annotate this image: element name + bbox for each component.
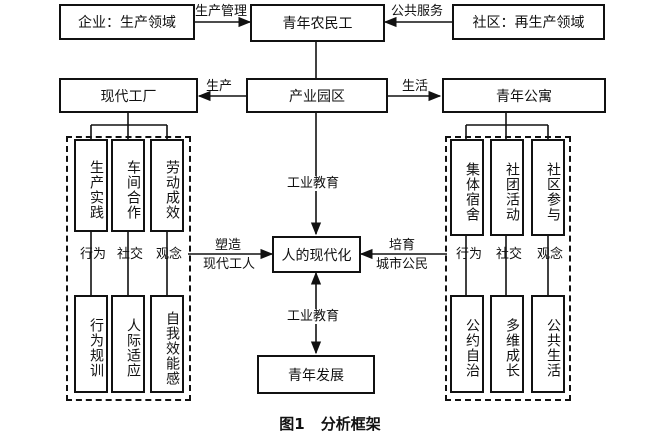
youth-apartment-box: 青年公寓 [442, 78, 606, 113]
label-cultivate: 培育 [389, 238, 416, 253]
right-dimension-social: 社交 [496, 247, 523, 262]
label-shape: 塑造 [215, 238, 242, 253]
youth-development-box: 青年发展 [257, 355, 375, 394]
figure-caption: 图1 分析框架 [0, 413, 660, 434]
left-dimension-social: 社交 [117, 247, 144, 262]
human-modernization-box: 人的现代化 [272, 236, 361, 273]
right-upper-box-3: 社区参与 [531, 139, 565, 236]
right-lower-box-1: 公约自治 [450, 295, 484, 393]
label-production: 生产 [206, 79, 233, 94]
label-industrial-education-upper: 工业教育 [286, 176, 341, 191]
left-dashed-group [66, 136, 191, 401]
left-dimension-concept: 观念 [156, 247, 183, 262]
right-dimension-concept: 观念 [537, 247, 564, 262]
enterprise-production-box: 企业：生产领域 [59, 4, 195, 40]
label-public-service: 公共服务 [391, 4, 444, 19]
right-upper-box-2: 社团活动 [490, 139, 524, 236]
figure-number: 图1 [279, 415, 305, 433]
right-lower-box-3: 公共生活 [531, 295, 565, 393]
industrial-park-box: 产业园区 [246, 78, 388, 113]
modern-factory-box: 现代工厂 [59, 78, 198, 113]
label-production-management: 生产管理 [195, 4, 248, 19]
left-upper-box-3: 劳动成效 [150, 139, 184, 232]
label-modern-worker: 现代工人 [203, 257, 256, 272]
right-upper-box-1: 集体宿舍 [450, 139, 484, 236]
left-lower-box-3: 自我效能感 [150, 295, 184, 393]
left-upper-box-1: 生产实践 [74, 139, 108, 232]
right-lower-box-2: 多维成长 [490, 295, 524, 393]
figure-title: 分析框架 [320, 415, 381, 433]
right-dimension-behavior: 行为 [456, 247, 483, 262]
left-upper-box-2: 车间合作 [111, 139, 145, 232]
community-reproduction-box: 社区：再生产领域 [452, 4, 605, 40]
left-dimension-behavior: 行为 [80, 247, 107, 262]
left-lower-box-2: 人际适应 [111, 295, 145, 393]
label-industrial-education-lower: 工业教育 [286, 309, 341, 324]
youth-migrant-workers-box: 青年农民工 [250, 4, 385, 42]
left-lower-box-1: 行为规训 [74, 295, 108, 393]
right-dashed-group [445, 136, 571, 401]
label-living: 生活 [402, 79, 429, 94]
label-urban-citizen: 城市公民 [376, 257, 429, 272]
